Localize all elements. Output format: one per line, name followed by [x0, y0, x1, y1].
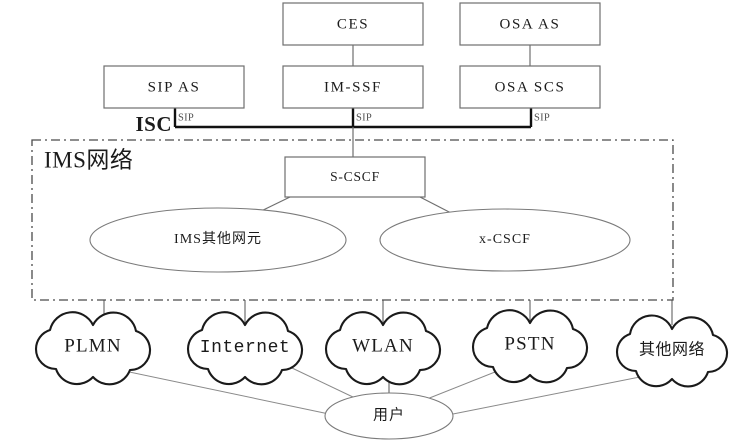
wlan-cloud-shape[interactable]: [324, 311, 442, 386]
ces-label: CES: [337, 16, 369, 32]
im-ssf-label: IM-SSF: [324, 79, 382, 95]
ims-other-ne-ellipse[interactable]: [89, 207, 347, 273]
ces-box[interactable]: [282, 2, 424, 46]
osa-scs-box[interactable]: [459, 65, 601, 109]
node-im-ssf[interactable]: IM-SSF: [282, 65, 424, 109]
isc-bus-label: ISC: [135, 112, 172, 136]
node-sip-as[interactable]: SIP AS: [103, 65, 245, 109]
node-internet[interactable]: Internet: [186, 311, 304, 386]
sip-label-sip-as: SIP: [178, 112, 194, 123]
ims-network-boundary: [31, 139, 674, 301]
node-ces[interactable]: CES: [282, 2, 424, 46]
x-cscf-label: x-CSCF: [479, 232, 531, 247]
internet-cloud-shape[interactable]: [186, 311, 304, 386]
osa-as-label: OSA AS: [500, 16, 561, 32]
sip-as-box[interactable]: [103, 65, 245, 109]
plmn-label: PLMN: [64, 335, 122, 356]
user-ellipse[interactable]: [324, 392, 454, 440]
node-x-cscf[interactable]: x-CSCF: [379, 208, 631, 272]
ims-network-label: IMS网络: [44, 147, 133, 172]
link-plmn-to-user: [119, 369, 330, 415]
node-user[interactable]: 用户: [324, 392, 454, 440]
osa-scs-label: OSA SCS: [495, 79, 566, 95]
wlan-label: WLAN: [352, 335, 414, 356]
link-scscf-to-x-cscf: [419, 196, 454, 215]
node-plmn[interactable]: PLMN: [34, 311, 152, 386]
node-osa-scs[interactable]: OSA SCS: [459, 65, 601, 109]
internet-label: Internet: [200, 338, 290, 358]
s-cscf-label: S-CSCF: [330, 169, 380, 184]
s-cscf-box[interactable]: [284, 156, 426, 198]
pstn-cloud-shape[interactable]: [471, 309, 589, 384]
link-internet-to-user: [291, 367, 356, 399]
sip-as-label: SIP AS: [148, 79, 201, 95]
connector-layer: [103, 45, 673, 415]
link-pstn-to-user: [426, 369, 501, 400]
pstn-label: PSTN: [504, 333, 555, 354]
node-pstn[interactable]: PSTN: [471, 309, 589, 384]
user-label: 用户: [373, 406, 405, 423]
node-osa-as[interactable]: OSA AS: [459, 2, 601, 46]
x-cscf-ellipse[interactable]: [379, 208, 631, 272]
im-ssf-box[interactable]: [282, 65, 424, 109]
other-networks-cloud-shape[interactable]: [615, 314, 729, 388]
other-networks-label: 其他网络: [639, 340, 705, 359]
plmn-cloud-shape[interactable]: [34, 311, 152, 386]
link-other-networks-to-user: [452, 374, 651, 415]
sip-label-osa-scs: SIP: [534, 112, 550, 123]
ims-other-ne-label: IMS其他网元: [174, 231, 262, 247]
sip-label-im-ssf: SIP: [356, 112, 372, 123]
node-other-networks[interactable]: 其他网络: [615, 314, 729, 388]
osa-as-box[interactable]: [459, 2, 601, 46]
node-wlan[interactable]: WLAN: [324, 311, 442, 386]
node-ims-other-ne[interactable]: IMS其他网元: [89, 207, 347, 273]
node-s-cscf[interactable]: S-CSCF: [284, 156, 426, 198]
